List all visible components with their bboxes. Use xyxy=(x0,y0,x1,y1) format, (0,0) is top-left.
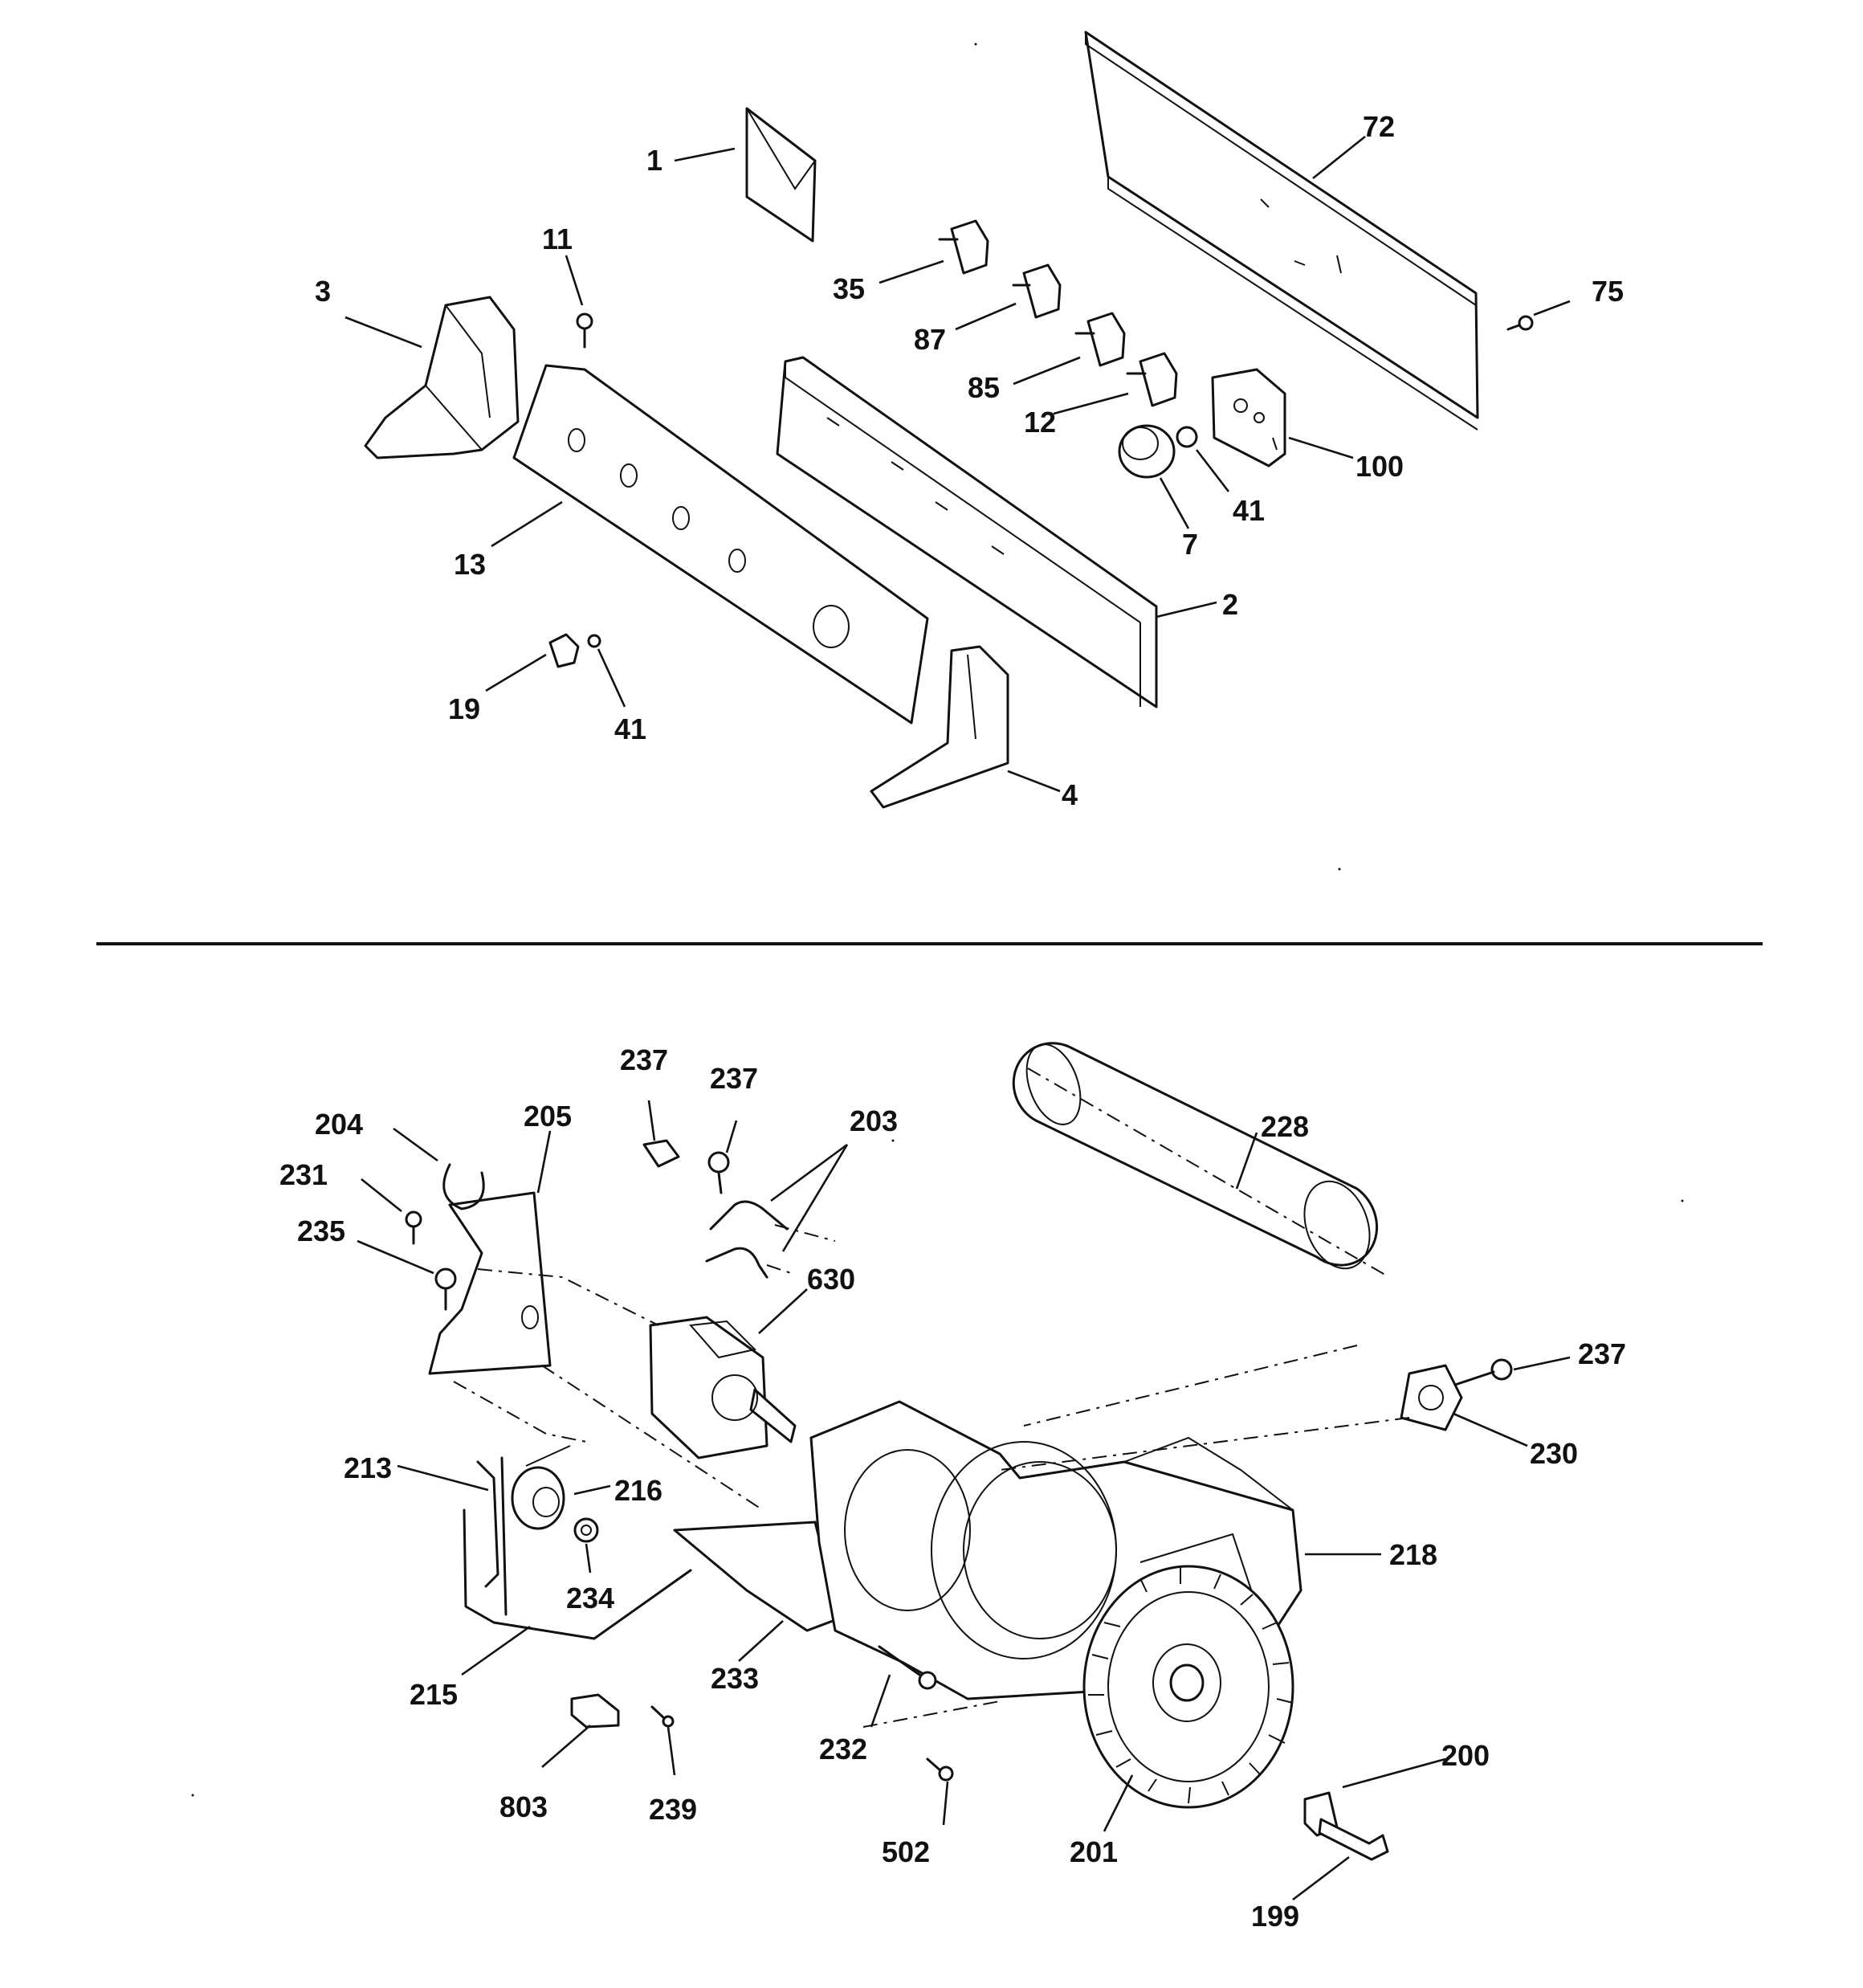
label-199: 199 xyxy=(1251,1900,1299,1933)
label-203: 203 xyxy=(850,1104,898,1137)
label-233: 233 xyxy=(711,1662,759,1695)
label-7: 7 xyxy=(1182,528,1198,561)
label-228: 228 xyxy=(1261,1110,1309,1143)
label-230: 230 xyxy=(1530,1437,1578,1470)
part-panel-bracket xyxy=(776,356,1158,708)
label-502: 502 xyxy=(882,1835,930,1868)
label-213: 213 xyxy=(344,1451,392,1484)
part-screw-231 xyxy=(405,1210,422,1245)
label-72: 72 xyxy=(1363,110,1395,143)
part-knob-7 xyxy=(1118,424,1176,479)
part-switch-12 xyxy=(1126,352,1178,407)
label-216: 216 xyxy=(614,1474,662,1507)
part-control-panel-front xyxy=(512,364,929,725)
part-end-cap-left xyxy=(364,296,520,459)
part-switch-35 xyxy=(938,219,989,275)
part-idler-pulley xyxy=(511,1445,571,1530)
part-instruction-card xyxy=(745,107,817,243)
label-41a: 41 xyxy=(1233,494,1265,527)
part-nut-234 xyxy=(573,1517,599,1543)
part-exhaust-duct xyxy=(1012,1042,1379,1270)
part-screw-235 xyxy=(434,1268,457,1311)
part-screw-237b xyxy=(707,1151,730,1194)
part-switch-87 xyxy=(1012,263,1062,319)
part-motor-bracket xyxy=(428,1191,552,1375)
label-35: 35 xyxy=(833,272,865,305)
label-4: 4 xyxy=(1062,778,1078,811)
label-75: 75 xyxy=(1592,275,1624,308)
part-screw-11 xyxy=(576,312,593,349)
part-bolt-199 xyxy=(1318,1818,1389,1861)
label-205: 205 xyxy=(524,1100,572,1133)
part-end-cap-right xyxy=(870,645,1009,809)
label-200: 200 xyxy=(1441,1739,1490,1772)
label-239: 239 xyxy=(649,1793,697,1826)
part-bearing-bracket xyxy=(1400,1364,1463,1431)
speck xyxy=(974,43,977,46)
label-41b: 41 xyxy=(614,712,646,745)
part-grommet-237a xyxy=(642,1139,680,1168)
part-blower-wheel xyxy=(1082,1565,1294,1809)
label-803: 803 xyxy=(499,1790,548,1823)
label-237b: 237 xyxy=(710,1062,758,1095)
label-1: 1 xyxy=(646,144,662,177)
part-bolt-232 xyxy=(878,1645,937,1690)
part-rear-panel xyxy=(1084,31,1479,431)
part-motor-clamp-lower xyxy=(705,1247,768,1279)
label-630: 630 xyxy=(807,1263,855,1296)
speck xyxy=(1681,1199,1684,1202)
label-204: 204 xyxy=(315,1108,363,1141)
part-idler-arm xyxy=(476,1456,508,1616)
part-switch-803 xyxy=(570,1693,620,1729)
part-screw-75 xyxy=(1506,315,1534,331)
label-3: 3 xyxy=(315,275,331,308)
part-clip-204 xyxy=(442,1163,485,1210)
part-motor-clamp-upper xyxy=(709,1200,789,1231)
part-screw-502 xyxy=(926,1757,954,1782)
label-231: 231 xyxy=(279,1158,328,1191)
speck xyxy=(191,1794,194,1797)
speck xyxy=(891,1139,895,1142)
label-13: 13 xyxy=(454,548,486,581)
label-2: 2 xyxy=(1222,588,1238,621)
label-237c: 237 xyxy=(1578,1337,1626,1370)
label-201: 201 xyxy=(1070,1835,1118,1868)
label-87: 87 xyxy=(914,323,946,356)
part-screw-237c xyxy=(1444,1358,1513,1390)
part-knob-41a xyxy=(1176,426,1198,448)
label-235: 235 xyxy=(297,1214,345,1247)
label-19: 19 xyxy=(448,692,480,725)
label-237a: 237 xyxy=(620,1043,668,1076)
label-100: 100 xyxy=(1355,450,1404,483)
label-234: 234 xyxy=(566,1582,614,1614)
part-switch-85 xyxy=(1074,312,1126,367)
label-215: 215 xyxy=(410,1678,458,1711)
part-base-plate xyxy=(673,1521,841,1632)
part-screw-239 xyxy=(650,1705,675,1728)
speck xyxy=(1338,867,1341,871)
part-timer xyxy=(1211,368,1286,467)
label-12: 12 xyxy=(1024,406,1056,439)
label-11: 11 xyxy=(542,222,573,255)
part-knob-41b xyxy=(587,634,601,648)
part-idler-spring xyxy=(463,1508,692,1640)
part-motor xyxy=(649,1316,797,1459)
label-85: 85 xyxy=(968,371,1000,404)
part-knob-19 xyxy=(548,633,580,668)
label-232: 232 xyxy=(819,1733,867,1766)
label-218: 218 xyxy=(1389,1538,1437,1571)
